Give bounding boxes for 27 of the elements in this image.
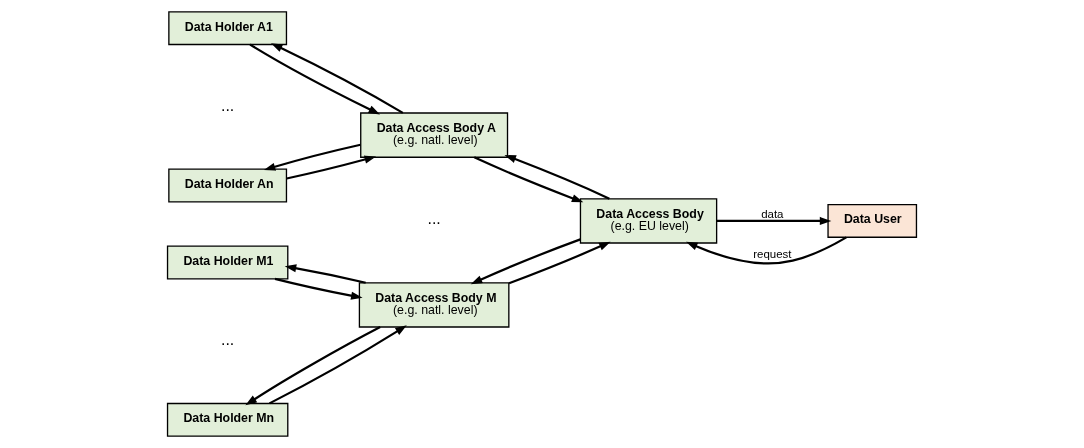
arrow [268, 325, 407, 405]
node-box: Data User [827, 203, 918, 238]
arrow [508, 241, 611, 285]
arrow [245, 326, 381, 406]
arrow [286, 155, 377, 180]
label: ... [427, 209, 441, 227]
arrow [270, 43, 404, 114]
arrow [274, 277, 363, 300]
label: ... [221, 96, 235, 114]
node-box: Data Holder An [168, 168, 288, 203]
node-box: Data Holder Mn [166, 402, 289, 437]
arrow [249, 43, 381, 115]
arrow [473, 156, 584, 203]
node-box: Data Holder A1 [168, 11, 288, 46]
arrow [504, 155, 610, 200]
arrow [284, 264, 366, 284]
edge-label: request [753, 247, 792, 260]
node-box: Data Holder M1 [166, 245, 289, 280]
arrow [263, 143, 361, 171]
arrow [470, 238, 581, 285]
label: ... [221, 331, 235, 349]
node-box: Data Access Body A (e.g. natl. level) [360, 112, 509, 158]
arrow [686, 236, 847, 265]
node-box: Data Access Body M (e.g. natl. level) [358, 282, 510, 328]
edge-label: data [761, 207, 784, 220]
arrow [716, 216, 832, 225]
node-box: Data Access Body (e.g. EU level) [579, 198, 718, 244]
